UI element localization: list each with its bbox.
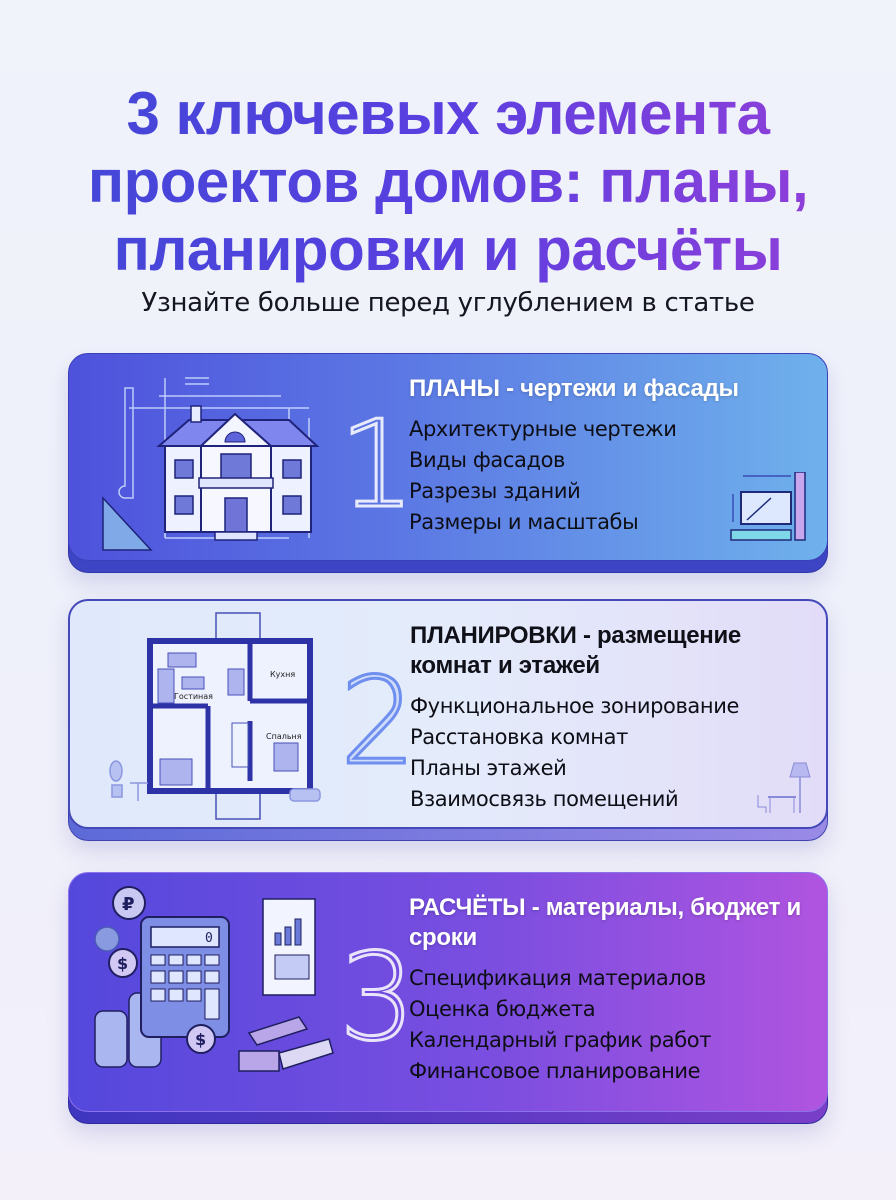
list-item: Разрезы зданий — [409, 479, 581, 503]
card-layouts: Гостиная Кухня Спальня 2 ПЛАНИРОВКИ - ра… — [68, 599, 828, 841]
title-line-3: планировки и расчёты — [113, 216, 783, 283]
house-blueprint-icon — [102, 377, 320, 551]
card-face: 1 ПЛАНЫ - чертежи и фасады Архитектурные… — [68, 353, 828, 561]
list-item: Виды фасадов — [409, 448, 566, 472]
measure-ruler-icon — [730, 472, 806, 541]
card-items: Функциональное зонирование Расстановка к… — [410, 691, 820, 815]
list-item: Календарный график работ — [409, 1028, 712, 1052]
card-face: Гостиная Кухня Спальня 2 ПЛАНИРОВКИ - ра… — [68, 599, 828, 829]
list-item: Спецификация материалов — [409, 966, 706, 990]
desk-lamp-icon — [757, 762, 811, 813]
number-3: 3 — [337, 929, 416, 1068]
card-heading: РАСЧЁТЫ - материалы, бюджет и сроки — [409, 894, 801, 951]
list-item: Функциональное зонирование — [410, 694, 739, 718]
room-label-bedroom: Спальня — [266, 732, 302, 741]
calculator-budget-icon: ₽ $ 0 $ — [94, 886, 334, 1072]
room-label-living: Гостиная — [174, 692, 213, 701]
list-item: Расстановка комнат — [410, 725, 628, 749]
card-text: РАСЧЁТЫ - материалы, бюджет и сроки Спец… — [409, 893, 819, 1087]
floor-plan-icon: Гостиная Кухня Спальня — [109, 612, 321, 820]
number-1: 1 — [337, 396, 416, 535]
list-item: Финансовое планирование — [409, 1059, 701, 1083]
card-calculations: ₽ $ 0 $ 3 — [68, 872, 828, 1124]
list-item: Архитектурные чертежи — [409, 417, 677, 441]
title-line-1: 3 ключевых элемента — [126, 80, 770, 147]
room-label-kitchen: Кухня — [270, 670, 295, 679]
page-title: 3 ключевых элемента проектов домов: план… — [0, 80, 896, 284]
title-line-2: проектов домов: планы, — [87, 148, 809, 215]
list-item: Размеры и масштабы — [409, 510, 639, 534]
card-face: ₽ $ 0 $ 3 — [68, 872, 828, 1112]
card-text: ПЛАНИРОВКИ - размещение комнат и этажей … — [410, 621, 820, 815]
card-heading: ПЛАНИРОВКИ - размещение комнат и этажей — [410, 622, 741, 679]
number-2: 2 — [338, 653, 417, 792]
svg-text:₽: ₽ — [122, 894, 135, 915]
card-heading: ПЛАНЫ - чертежи и фасады — [409, 375, 739, 402]
list-item: Планы этажей — [410, 756, 567, 780]
card-items: Архитектурные чертежи Виды фасадов Разре… — [409, 414, 819, 538]
card-plans: 1 ПЛАНЫ - чертежи и фасады Архитектурные… — [68, 353, 828, 573]
svg-text:$: $ — [195, 1030, 206, 1049]
calculator-display: 0 — [205, 931, 213, 946]
card-items: Спецификация материалов Оценка бюджета К… — [409, 963, 819, 1087]
subtitle: Узнайте больше перед углублением в стать… — [141, 288, 755, 318]
list-item: Взаимосвязь помещений — [410, 787, 679, 811]
card-text: ПЛАНЫ - чертежи и фасады Архитектурные ч… — [409, 374, 819, 538]
svg-text:$: $ — [117, 954, 128, 973]
list-item: Оценка бюджета — [409, 997, 596, 1021]
